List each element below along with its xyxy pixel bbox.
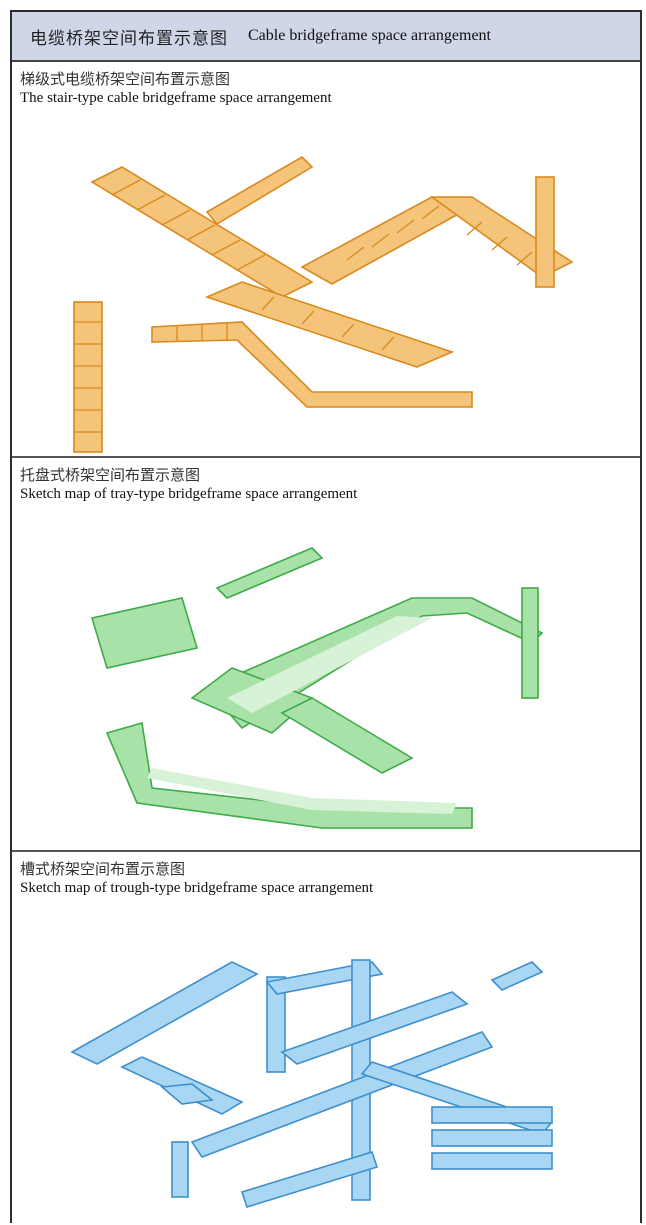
tray-type-section: 托盘式桥架空间布置示意图 Sketch map of tray-type bri… [12, 458, 640, 852]
tray-type-caption-zh: 托盘式桥架空间布置示意图 [20, 466, 201, 484]
trough-type-caption-en: Sketch map of trough-type bridgeframe sp… [20, 880, 374, 896]
stair-type-caption-en: The stair-type cable bridgeframe space a… [20, 90, 332, 106]
header-title-en: Cable bridgeframe space arrangement [248, 27, 491, 44]
figure-frame: 电缆桥架空间布置示意图 Cable bridgeframe space arra… [10, 10, 642, 1223]
stair-type-ladder-drawing [73, 155, 574, 453]
figure-header: 电缆桥架空间布置示意图 Cable bridgeframe space arra… [12, 12, 640, 62]
header-title-zh: 电缆桥架空间布置示意图 [30, 28, 228, 49]
trough-type-caption-zh: 槽式桥架空间布置示意图 [20, 860, 186, 878]
trough-type-section: 槽式桥架空间布置示意图 Sketch map of trough-type br… [12, 852, 640, 1225]
tray-type-caption-en: Sketch map of tray-type bridgeframe spac… [20, 486, 358, 502]
trough-type-drawing [70, 959, 554, 1208]
stair-type-caption-zh: 梯级式电缆桥架空间布置示意图 [20, 70, 231, 88]
stair-type-section: 梯级式电缆桥架空间布置示意图 The stair-type cable brid… [12, 62, 640, 458]
tray-type-drawing [90, 547, 544, 829]
